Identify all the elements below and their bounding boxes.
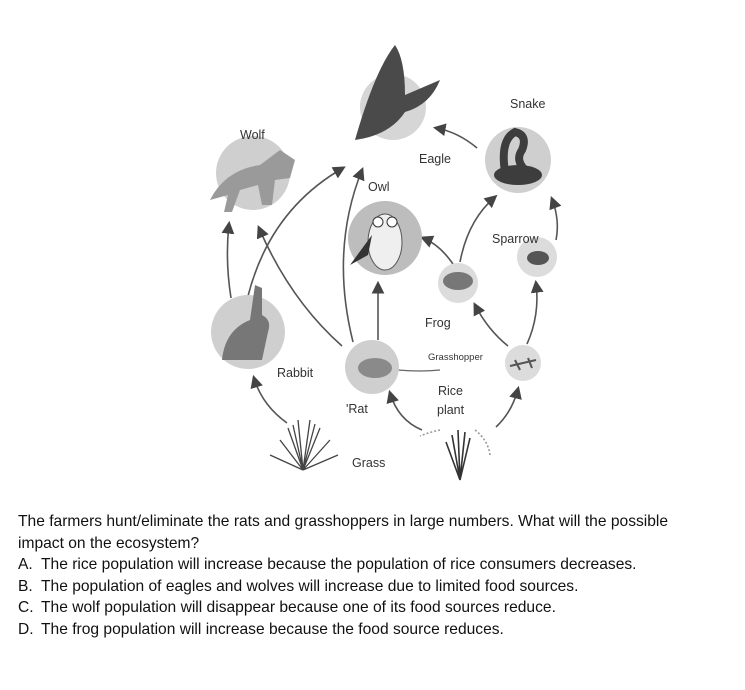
- arrow-grass-rabbit: [250, 374, 288, 424]
- organism-sparrow: [517, 237, 557, 277]
- option-text: The population of eagles and wolves will…: [41, 577, 579, 595]
- arrow-snake-eagle: [432, 123, 478, 149]
- option-letter: A.: [18, 556, 33, 574]
- option-text: The wolf population will disappear becau…: [41, 599, 556, 617]
- arrow-rat-wolf: [256, 225, 343, 347]
- arrow-rat-eagle: [342, 167, 365, 343]
- label-sparrow: Sparrow: [492, 232, 540, 246]
- organism-eagle: [355, 45, 440, 140]
- arrow-grasshopper-sparrow: [526, 279, 544, 345]
- arrow-rabbit-eagle: [247, 166, 346, 297]
- question-block: The farmers hunt/eliminate the rats and …: [18, 511, 738, 641]
- label-frog: Frog: [425, 316, 451, 330]
- organism-grasshopper: [505, 345, 541, 381]
- option-text: The frog population will increase becaus…: [41, 620, 504, 638]
- food-web-arrows: [221, 123, 562, 431]
- arrow-frog-snake: [459, 194, 498, 263]
- arrow-sparrow-snake: [549, 196, 562, 241]
- question-stem-line-1: The farmers hunt/eliminate the rats and …: [18, 513, 669, 530]
- label-grasshopper: Grasshopper: [428, 352, 483, 363]
- label-snake: Snake: [510, 97, 545, 111]
- option-a: A. The rice population will increase beca…: [18, 554, 738, 576]
- label-rabbit: Rabbit: [277, 366, 314, 380]
- organism-wolf: [210, 136, 295, 212]
- label-wolf: Wolf: [240, 128, 265, 142]
- option-d: D. The frog population will increase beca…: [18, 619, 738, 641]
- label-rat: 'Rat: [346, 402, 368, 416]
- organism-rice-plant: [419, 429, 491, 481]
- arrow-grasshopper-frog: [473, 302, 509, 347]
- option-letter: C.: [18, 599, 34, 617]
- arrow-rice-grasshopper: [495, 385, 522, 428]
- arrow-rabbit-wolf: [221, 220, 235, 299]
- option-letter: D.: [18, 620, 34, 638]
- option-b: B. The population of eagles and wolves wi…: [18, 576, 738, 598]
- label-grass: Grass: [352, 456, 385, 470]
- label-owl: Owl: [368, 180, 390, 194]
- organism-frog: [438, 263, 478, 303]
- rat-tail: [397, 369, 441, 372]
- food-web-diagram: Wolf Eagle Snake Owl Sparrow Frog Grassh…: [210, 45, 562, 481]
- organism-rat: [345, 340, 399, 394]
- question-stem-line-2: impact on the ecosystem?: [18, 534, 200, 552]
- label-rice-line2: plant: [437, 403, 465, 417]
- arrow-frog-owl: [420, 235, 454, 265]
- organism-owl: [348, 201, 422, 275]
- option-letter: B.: [18, 577, 33, 595]
- label-rice-line1: Rice: [438, 384, 463, 398]
- arrow-rice-rat: [386, 389, 423, 431]
- organism-snake: [485, 127, 551, 193]
- option-text: The rice population will increase becaus…: [41, 556, 637, 574]
- option-c: C. The wolf population will disappear bec…: [18, 597, 738, 619]
- organism-grass: [269, 419, 339, 471]
- organism-rabbit: [211, 285, 285, 369]
- label-eagle: Eagle: [419, 152, 451, 166]
